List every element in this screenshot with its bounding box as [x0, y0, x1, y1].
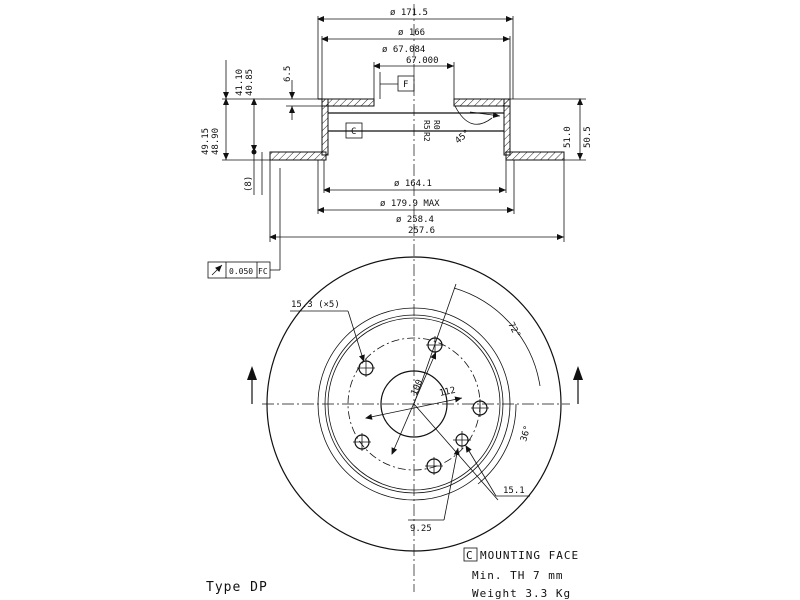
hat-inner-edge [327, 317, 501, 491]
notes-block: C MOUNTING FACE Min. TH 7 mm Weight 3.3 … [463, 547, 579, 600]
front-view: 15.3 (×5) 72° 100 112 36° 15.1 9.25 [247, 256, 583, 552]
friction-ring-right [505, 151, 565, 161]
dim-angle-36: 36° [519, 424, 533, 442]
datum-f-label: F [403, 80, 408, 90]
dim-112: 112 [439, 386, 457, 399]
dim-d67-084: ø 67.084 [382, 45, 425, 55]
mounting-face-label: MOUNTING FACE [480, 549, 579, 562]
dim-hole-dia: 15.3 (×5) [291, 300, 340, 310]
dim-d166: ø 166 [398, 28, 425, 38]
dim-h48-90: 48.90 [211, 128, 221, 155]
dim-15-1: 15.1 [503, 486, 525, 496]
hat-top-left [321, 98, 375, 107]
dim-h40-85: 40.85 [245, 69, 255, 96]
runout-arrow-icon [211, 264, 223, 276]
dim-d179-9: ø 179.9 MAX [380, 199, 440, 209]
dim-h50-5: 50.5 [583, 126, 593, 148]
angle-45-arc [454, 105, 493, 125]
bolt-hole-crosshairs [353, 336, 489, 475]
dim-h41-10: 41.10 [235, 69, 245, 96]
angle-72-arc [453, 287, 541, 387]
weight-label: Weight 3.3 Kg [472, 587, 571, 600]
tolerance-value: 0.050 [229, 267, 253, 276]
friction-ring-left [269, 151, 327, 161]
tolerance-datum: FC [258, 267, 268, 276]
dim-d171-5: ø 171.5 [390, 8, 428, 18]
runout-tolerance-frame: 0.050 FC [207, 261, 271, 279]
min-thickness-label: Min. TH 7 mm [472, 569, 563, 582]
section-arrow-left-icon [247, 366, 257, 380]
dim-h49-15: 49.15 [201, 128, 211, 155]
datum-c-label: C [351, 127, 356, 137]
dim-9-25: 9.25 [410, 524, 432, 534]
hat-outer-edge [324, 314, 504, 494]
dim-r2: R2 [422, 132, 431, 142]
hat-wall-left [321, 98, 329, 156]
dim-h6-5: 6.5 [283, 66, 293, 82]
hat-wall-right [503, 98, 511, 156]
dim-angle-72: 72° [505, 321, 521, 340]
type-label: Type DP [206, 580, 268, 595]
dim-pcd-100: 100 [410, 378, 426, 397]
mounting-face-box [463, 547, 478, 562]
friction-inner-edge [317, 307, 511, 501]
datum-f-box [397, 75, 415, 92]
bolt-holes [354, 337, 488, 474]
section-view: ø 171.5 ø 166 ø 67.084 67.000 F C R5 R0 … [201, 4, 593, 592]
dim-d258-4: ø 258.4 [396, 215, 434, 225]
section-arrow-right-icon [573, 366, 583, 380]
datum-c-box [345, 122, 363, 139]
dim-d164-1: ø 164.1 [394, 179, 432, 189]
dim-d67-000: 67.000 [406, 56, 439, 66]
dim-h8: (8) [244, 176, 254, 192]
section-arrows [247, 366, 583, 404]
hat-top-right [453, 98, 511, 107]
dim-r0: R0 [432, 120, 441, 130]
mounting-face-box-label: C [466, 549, 474, 562]
dim-d257-6: 257.6 [408, 226, 435, 236]
dim-r5: R5 [422, 120, 431, 130]
disc-outer-edge [266, 256, 562, 552]
dim-h51-0: 51.0 [563, 126, 573, 148]
angle-36-arc [477, 403, 517, 485]
